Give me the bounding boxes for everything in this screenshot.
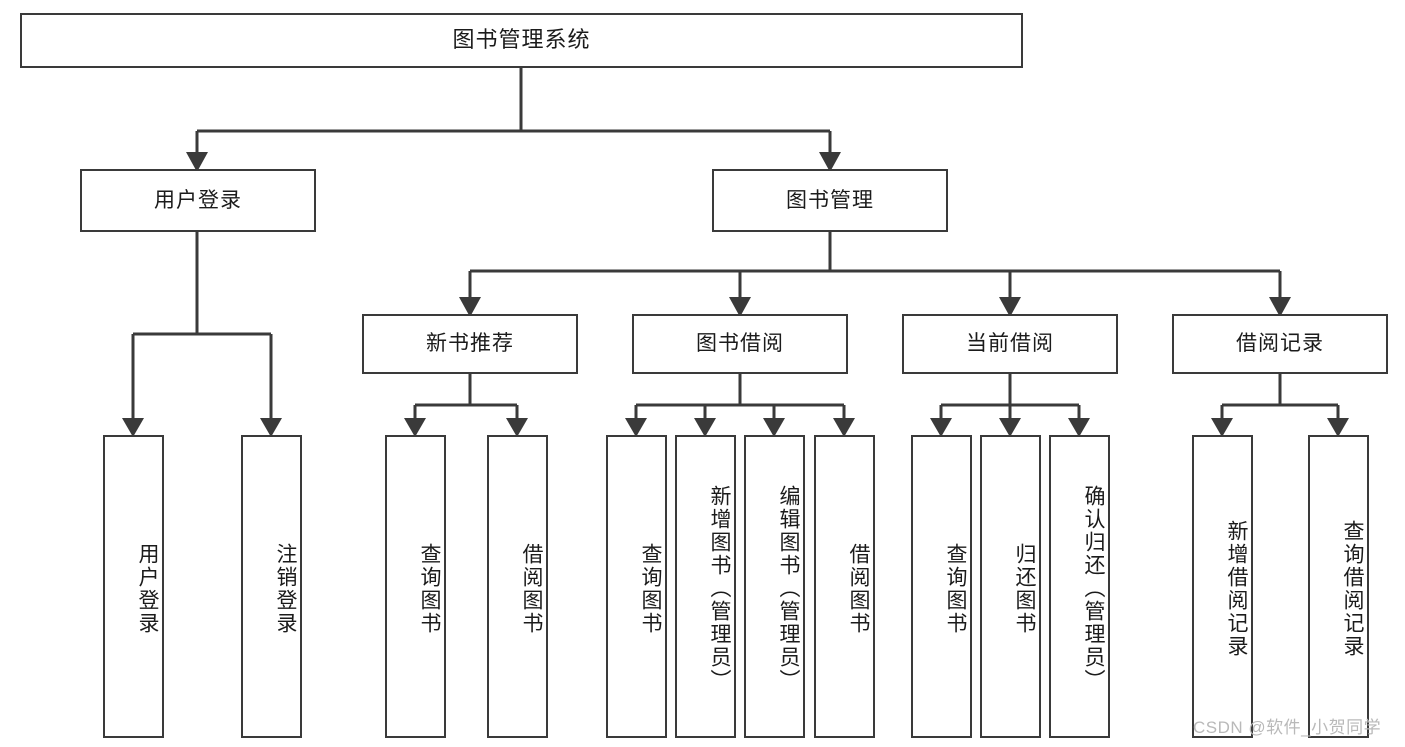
- node-borrow-record[interactable]: 借阅记录: [1172, 314, 1388, 374]
- leaf-user-login-logout[interactable]: 注销登录: [241, 435, 302, 738]
- csdn-watermark: CSDN @软件_小贺同学: [1193, 718, 1382, 737]
- leaf-borrow-record-add[interactable]: 新增借阅记录: [1192, 435, 1253, 738]
- leaf-new-book-borrow-label: 借阅图书: [520, 542, 543, 635]
- leaf-book-borrow-borrow-label: 借阅图书: [847, 542, 870, 635]
- leaf-book-borrow-query[interactable]: 查询图书: [606, 435, 667, 738]
- leaf-current-borrow-query-label: 查询图书: [944, 542, 967, 635]
- node-book-management[interactable]: 图书管理: [712, 169, 948, 232]
- leaf-current-borrow-return[interactable]: 归还图书: [980, 435, 1041, 738]
- leaf-current-borrow-return-label: 归还图书: [1013, 542, 1036, 635]
- node-root-library-system[interactable]: 图书管理系统: [20, 13, 1023, 68]
- leaf-book-borrow-edit[interactable]: 编辑图书（管理员）: [744, 435, 805, 738]
- node-user-login[interactable]: 用户登录: [80, 169, 316, 232]
- leaf-current-borrow-confirm-return-label: 确认归还（管理员）: [1082, 485, 1105, 692]
- leaf-new-book-borrow[interactable]: 借阅图书: [487, 435, 548, 738]
- leaf-user-login-login-label: 用户登录: [136, 542, 159, 635]
- leaf-current-borrow-query[interactable]: 查询图书: [911, 435, 972, 738]
- leaf-new-book-query[interactable]: 查询图书: [385, 435, 446, 738]
- leaf-user-login-login[interactable]: 用户登录: [103, 435, 164, 738]
- node-user-login-label: 用户登录: [154, 188, 242, 212]
- leaf-borrow-record-query-label: 查询借阅记录: [1341, 519, 1364, 658]
- leaf-current-borrow-confirm-return[interactable]: 确认归还（管理员）: [1049, 435, 1110, 738]
- leaf-borrow-record-add-label: 新增借阅记录: [1225, 519, 1248, 658]
- leaf-borrow-record-query[interactable]: 查询借阅记录: [1308, 435, 1369, 738]
- node-borrow-record-label: 借阅记录: [1236, 332, 1324, 356]
- leaf-new-book-query-label: 查询图书: [418, 542, 441, 635]
- node-new-book-recommend[interactable]: 新书推荐: [362, 314, 578, 374]
- node-current-borrow[interactable]: 当前借阅: [902, 314, 1118, 374]
- node-book-borrow-label: 图书借阅: [696, 332, 784, 356]
- leaf-user-login-logout-label: 注销登录: [274, 542, 297, 635]
- node-current-borrow-label: 当前借阅: [966, 332, 1054, 356]
- leaf-book-borrow-edit-label: 编辑图书（管理员）: [777, 485, 800, 692]
- leaf-book-borrow-add[interactable]: 新增图书（管理员）: [675, 435, 736, 738]
- leaf-book-borrow-add-label: 新增图书（管理员）: [708, 485, 731, 692]
- leaf-book-borrow-query-label: 查询图书: [639, 542, 662, 635]
- leaf-book-borrow-borrow[interactable]: 借阅图书: [814, 435, 875, 738]
- node-root-label: 图书管理系统: [452, 27, 591, 53]
- node-book-borrow[interactable]: 图书借阅: [632, 314, 848, 374]
- node-book-management-label: 图书管理: [786, 188, 874, 212]
- node-new-book-recommend-label: 新书推荐: [426, 332, 514, 356]
